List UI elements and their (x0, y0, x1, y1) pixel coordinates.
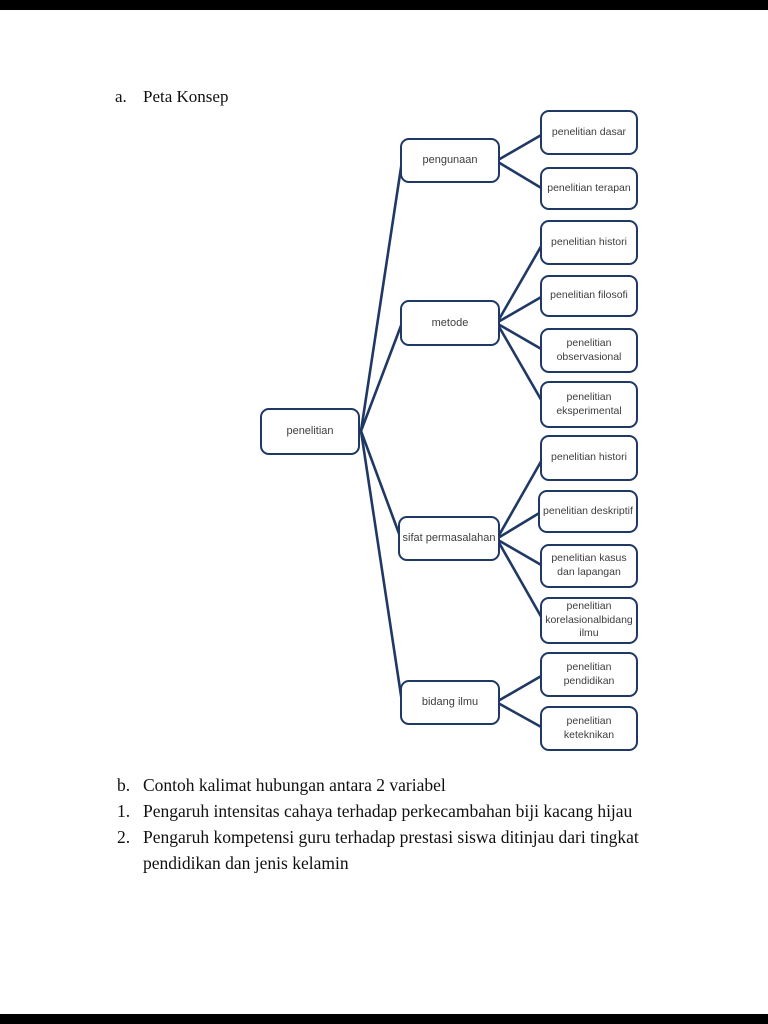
node-penelitian-dasar: penelitian dasar (540, 110, 638, 155)
node-penelitian-korelasional: penelitian korelasionalbidang ilmu (540, 597, 638, 644)
node-penelitian-deskriptif: penelitian deskriptif (538, 490, 638, 533)
section-b-heading: b. Contoh kalimat hubungan antara 2 vari… (117, 772, 665, 798)
list-item-marker: 1. (117, 801, 131, 821)
section-a-heading: a. Peta Konsep (115, 87, 228, 107)
node-sifat-permasalahan: sifat permasalahan (398, 516, 500, 561)
section-a-marker: a. (115, 87, 127, 106)
node-penelitian-keteknikan: penelitian keteknikan (540, 706, 638, 751)
node-penelitian: penelitian (260, 408, 360, 455)
node-penelitian-filosofi: penelitian filosofi (540, 275, 638, 317)
node-bidang-ilmu: bidang ilmu (400, 680, 500, 725)
section-b-list: b. Contoh kalimat hubungan antara 2 vari… (117, 772, 665, 876)
list-item-marker: 2. (117, 827, 131, 847)
section-b-heading-text: Contoh kalimat hubungan antara 2 variabe… (143, 775, 446, 795)
section-a-title: Peta Konsep (143, 87, 229, 106)
list-item-text: Pengaruh kompetensi guru terhadap presta… (143, 827, 639, 873)
node-penelitian-histori-sifat: penelitian histori (540, 435, 638, 481)
list-item: 1. Pengaruh intensitas cahaya terhadap p… (117, 798, 665, 824)
page-edge-bottom (0, 1014, 768, 1024)
node-penelitian-histori-metode: penelitian histori (540, 220, 638, 265)
node-penelitian-eksperimental: penelitian eksperimental (540, 381, 638, 428)
node-penelitian-kasus-dan-lapangan: penelitian kasus dan lapangan (540, 544, 638, 588)
section-b-marker: b. (117, 775, 131, 795)
page-edge-top (0, 0, 768, 10)
node-pengunaan: pengunaan (400, 138, 500, 183)
node-penelitian-terapan: penelitian terapan (540, 167, 638, 210)
node-penelitian-observasional: penelitian observasional (540, 328, 638, 373)
node-penelitian-pendidikan: penelitian pendidikan (540, 652, 638, 697)
list-item-text: Pengaruh intensitas cahaya terhadap perk… (143, 801, 633, 821)
node-metode: metode (400, 300, 500, 346)
list-item: 2. Pengaruh kompetensi guru terhadap pre… (117, 824, 665, 876)
